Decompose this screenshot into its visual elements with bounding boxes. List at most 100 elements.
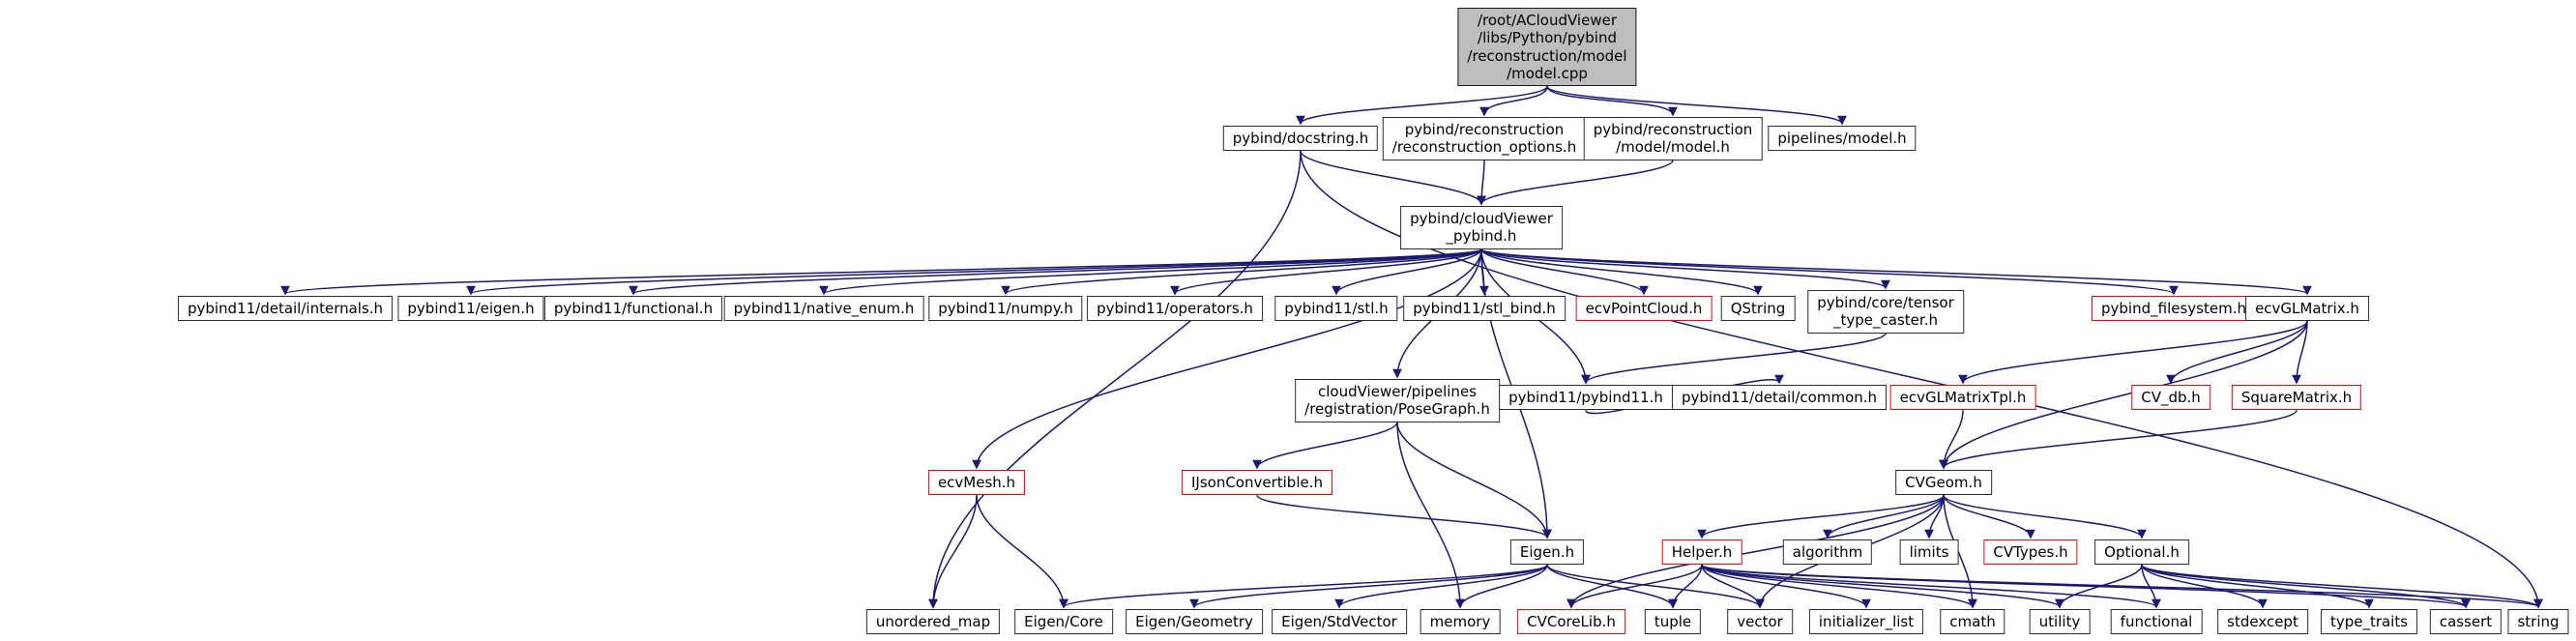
graph-node-docstring[interactable]: pybind/docstring.h	[1222, 126, 1379, 152]
edge-docstring-unordered_map	[928, 151, 1302, 609]
edge-ijson-eigen_h	[1256, 494, 1552, 539]
edge-helper-functional	[1701, 564, 2161, 609]
graph-node-py_numpy[interactable]: pybind11/numpy.h	[928, 296, 1083, 322]
graph-node-tuple[interactable]: tuple	[1644, 609, 1702, 635]
edge-root-pipelines_model	[1546, 85, 1847, 126]
graph-node-glmatrix_tpl[interactable]: ecvGLMatrixTpl.h	[1889, 385, 2036, 411]
edge-cv_pybind-py_internals	[280, 248, 1482, 296]
edge-docstring-string	[1300, 151, 2543, 609]
graph-node-memory[interactable]: memory	[1420, 609, 1501, 635]
graph-node-eigen_geometry[interactable]: Eigen/Geometry	[1126, 609, 1263, 635]
graph-node-initializer_list[interactable]: initializer_list	[1808, 609, 1924, 635]
graph-node-py_native_enum[interactable]: pybind11/native_enum.h	[723, 296, 924, 322]
edge-cv_pybind-pybind_fs	[1480, 248, 2179, 296]
graph-node-functional[interactable]: functional	[2110, 609, 2203, 635]
graph-node-utility[interactable]: utility	[2029, 609, 2091, 635]
edge-optional-utility	[2055, 565, 2143, 609]
graph-node-posegraph[interactable]: cloudViewer/pipelines /registration/Pose…	[1295, 379, 1500, 422]
graph-node-ecv_glmatrix[interactable]: ecvGLMatrix.h	[2245, 296, 2369, 322]
edge-helper-cvcorelib	[1566, 564, 1703, 609]
edge-ecv_glmatrix-squarematrix	[2292, 321, 2308, 385]
edge-recon_options-cv_pybind	[1477, 160, 1486, 206]
graph-node-cv_pybind[interactable]: pybind/cloudViewer _pybind.h	[1400, 206, 1563, 249]
graph-node-root: /root/ACloudViewer /libs/Python/pybind /…	[1457, 8, 1637, 87]
graph-node-py_pybind11[interactable]: pybind11/pybind11.h	[1499, 385, 1673, 411]
edge-tensor_caster-py_pybind11	[1581, 332, 1887, 385]
edge-cv_pybind-tensor_caster	[1480, 248, 1890, 290]
edge-cv_pybind-py_functional	[629, 248, 1482, 296]
graph-node-algorithm[interactable]: algorithm	[1782, 539, 1873, 566]
edge-ecv_glmatrix-glmatrix_tpl	[1958, 320, 2308, 385]
edge-model_h-cv_pybind	[1477, 160, 1674, 206]
graph-node-stdexcept[interactable]: stdexcept	[2217, 609, 2308, 635]
graph-node-pybind_fs[interactable]: pybind_filesystem.h	[2092, 296, 2256, 322]
graph-node-py_internals[interactable]: pybind11/detail/internals.h	[177, 296, 394, 322]
edge-root-recon_options	[1479, 85, 1548, 117]
edge-cv_pybind-ecv_pointcloud	[1480, 248, 1649, 296]
edge-cv_pybind-ecv_glmatrix	[1480, 248, 2312, 296]
edge-helper-cmath	[1701, 564, 1977, 609]
edge-eigen_h-tuple	[1546, 564, 1678, 609]
graph-node-vector[interactable]: vector	[1727, 609, 1793, 635]
edge-cvgeom-helper	[1697, 494, 1945, 539]
graph-node-limits[interactable]: limits	[1899, 539, 1959, 566]
edge-optional-type_traits	[2141, 564, 2374, 609]
edge-cv_pybind-py_native_enum	[819, 248, 1482, 296]
edge-eigen_h-memory	[1455, 565, 1548, 609]
graph-node-py_eigen[interactable]: pybind11/eigen.h	[397, 296, 544, 322]
graph-node-squarematrix[interactable]: SquareMatrix.h	[2231, 385, 2362, 411]
edge-cvgeom-cvcorelib	[1566, 495, 1945, 609]
graph-node-pipelines_model[interactable]: pipelines/model.h	[1768, 126, 1917, 152]
edge-cvgeom-algorithm	[1823, 495, 1945, 539]
graph-node-cvtypes[interactable]: CVTypes.h	[1983, 539, 2078, 566]
edge-eigen_h-eigen_geometry	[1189, 564, 1548, 609]
graph-node-recon_options[interactable]: pybind/reconstruction /reconstruction_op…	[1382, 117, 1587, 160]
edge-ecv_mesh-unordered_map	[928, 495, 978, 609]
edge-helper-vector	[1701, 565, 1765, 609]
edge-optional-string	[2141, 564, 2543, 609]
graph-node-model_h[interactable]: pybind/reconstruction /model/model.h	[1583, 117, 1763, 160]
graph-node-cv_db[interactable]: CV_db.h	[2131, 385, 2210, 411]
edge-eigen_h-vector	[1546, 564, 1765, 609]
edge-helper-tuple	[1668, 565, 1703, 609]
graph-node-qstring[interactable]: QString	[1720, 296, 1796, 322]
edge-squarematrix-cvgeom	[1939, 409, 2298, 470]
graph-node-ecv_mesh[interactable]: ecvMesh.h	[927, 470, 1026, 496]
graph-node-py_stl_bind[interactable]: pybind11/stl_bind.h	[1403, 296, 1566, 322]
graph-node-eigen_core[interactable]: Eigen/Core	[1014, 609, 1113, 635]
edge-cv_pybind-py_stl	[1332, 248, 1482, 296]
graph-node-py_stl[interactable]: pybind11/stl.h	[1274, 296, 1398, 322]
edge-cv_pybind-py_numpy	[1001, 248, 1482, 296]
edge-posegraph-memory	[1396, 422, 1465, 609]
edge-ecv_mesh-eigen_core	[976, 495, 1068, 609]
edge-root-model_h	[1546, 85, 1678, 117]
graph-node-cassert[interactable]: cassert	[2429, 609, 2503, 635]
graph-node-py_common[interactable]: pybind11/detail/common.h	[1671, 385, 1888, 411]
graph-node-string[interactable]: string	[2507, 609, 2569, 635]
edge-posegraph-ijson	[1252, 422, 1398, 470]
graph-node-helper[interactable]: Helper.h	[1661, 539, 1742, 566]
edge-cv_pybind-qstring	[1480, 248, 1763, 296]
graph-node-ecv_pointcloud[interactable]: ecvPointCloud.h	[1575, 296, 1712, 322]
edge-cv_pybind-ecv_mesh	[972, 248, 1482, 470]
graph-node-cvgeom[interactable]: CVGeom.h	[1895, 470, 1992, 496]
edge-ecv_glmatrix-cv_db	[2166, 321, 2308, 385]
graph-node-unordered_map[interactable]: unordered_map	[865, 609, 1001, 635]
graph-node-py_operators[interactable]: pybind11/operators.h	[1087, 296, 1263, 322]
edge-cv_pybind-py_operators	[1170, 248, 1482, 296]
edge-cvgeom-optional	[1943, 494, 2147, 539]
graph-node-type_traits[interactable]: type_traits	[2320, 609, 2418, 635]
graph-node-cmath[interactable]: cmath	[1940, 609, 2005, 635]
graph-node-py_functional[interactable]: pybind11/functional.h	[543, 296, 723, 322]
edge-optional-stdexcept	[2141, 564, 2268, 609]
graph-node-tensor_caster[interactable]: pybind/core/tensor _type_caster.h	[1807, 290, 1964, 334]
edge-helper-string	[1701, 564, 2543, 609]
graph-node-eigen_h[interactable]: Eigen.h	[1509, 539, 1585, 566]
graph-node-eigen_stdvector[interactable]: Eigen/StdVector	[1272, 609, 1407, 635]
edge-cvgeom-cvtypes	[1943, 495, 2035, 539]
graph-node-ijson[interactable]: IJsonConvertible.h	[1181, 470, 1333, 496]
graph-node-cvcorelib[interactable]: CVCoreLib.h	[1517, 609, 1625, 635]
graph-node-optional[interactable]: Optional.h	[2094, 539, 2189, 566]
